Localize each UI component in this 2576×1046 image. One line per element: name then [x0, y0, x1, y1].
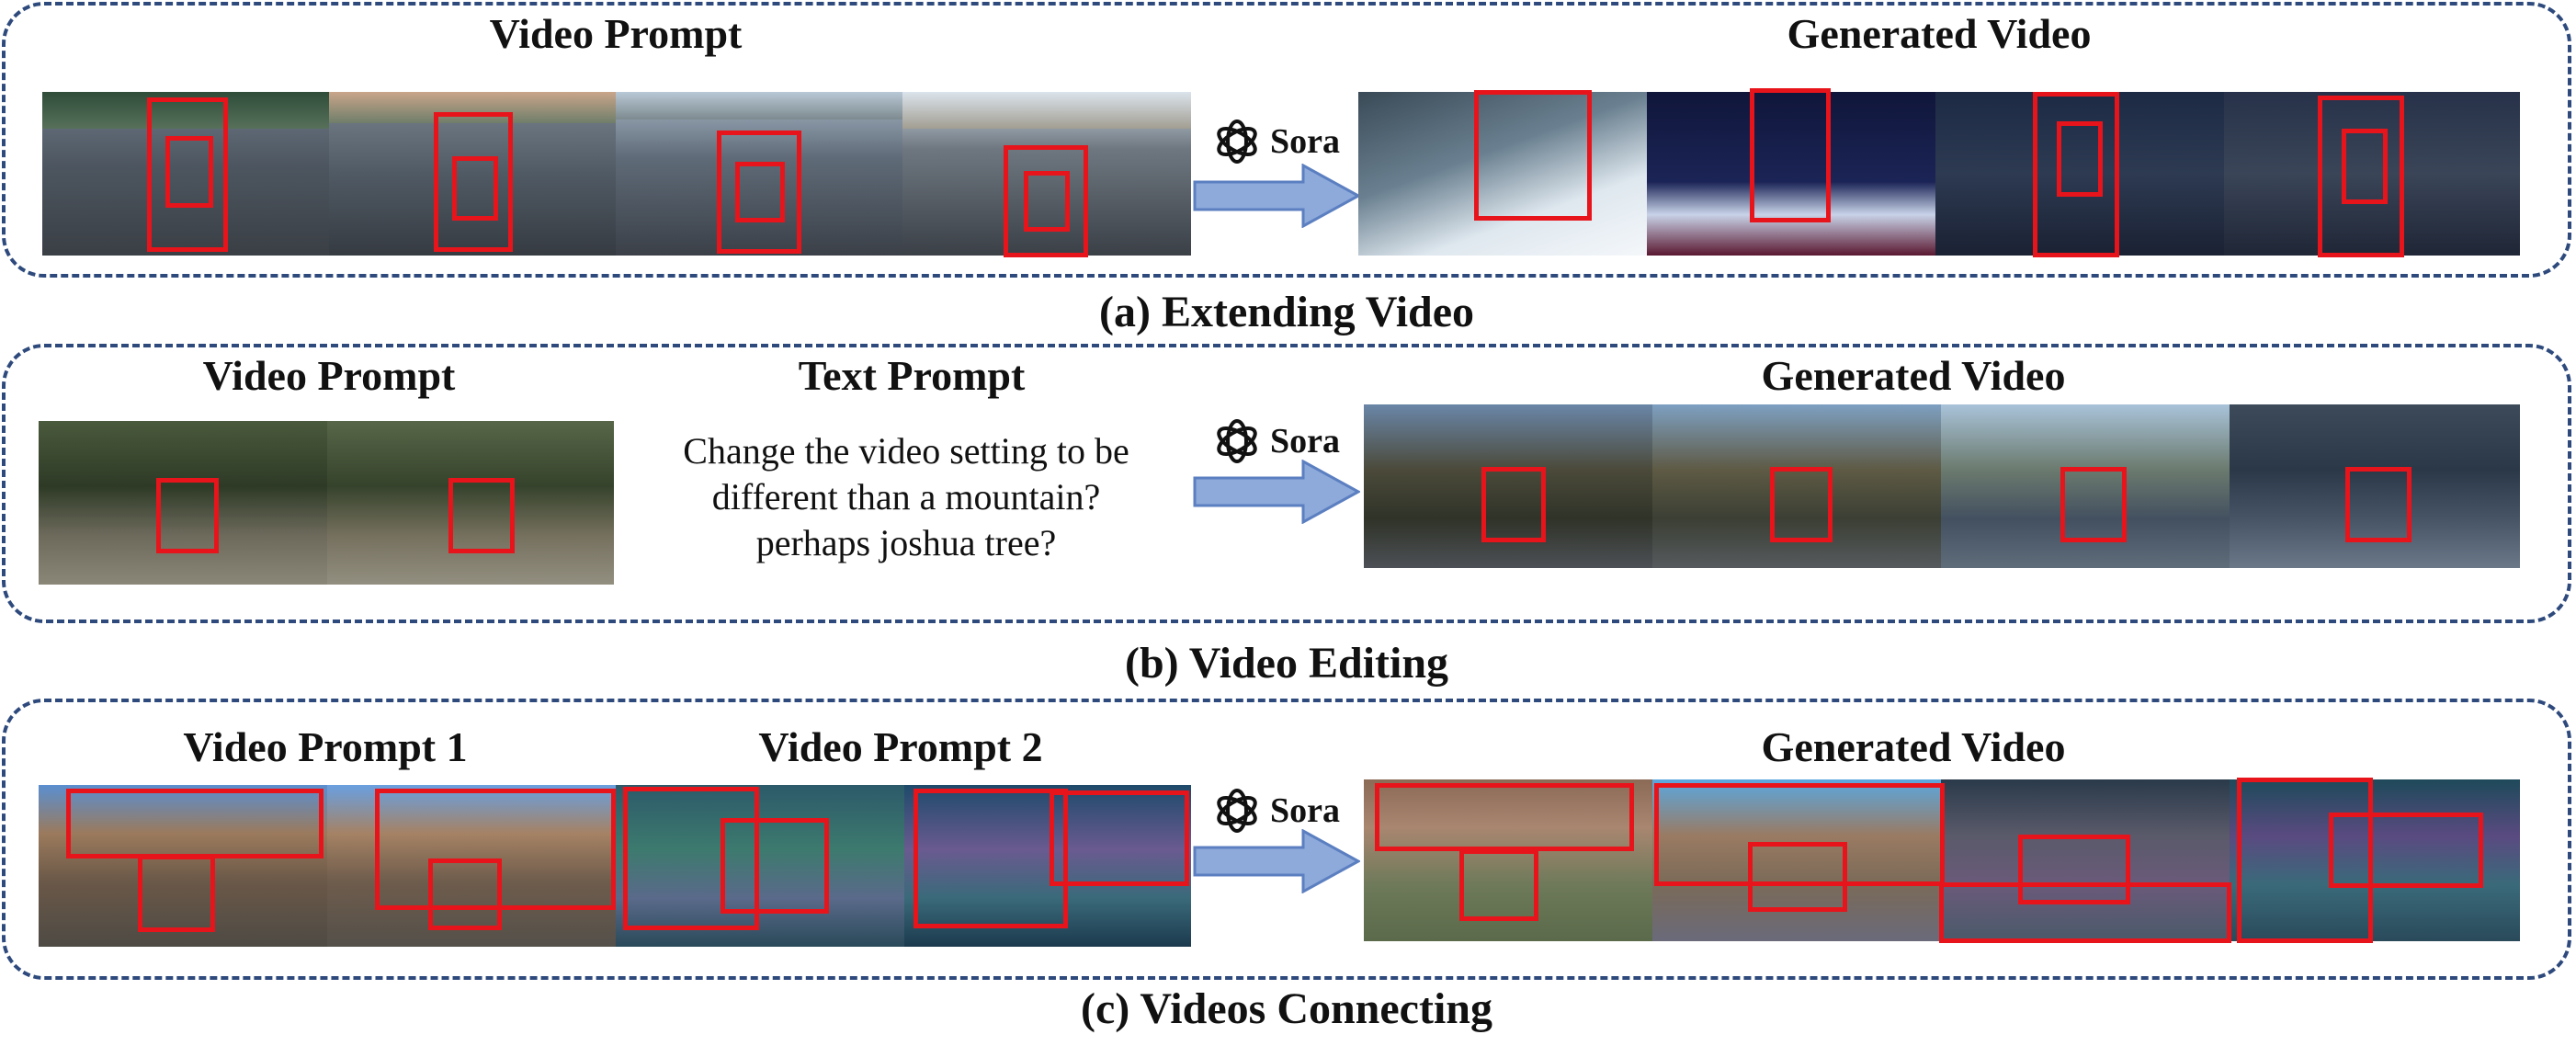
- panel-c-sora-logo: Sora: [1211, 785, 1340, 836]
- panel-video-editing: [2, 344, 2571, 623]
- panel-a-prompt-box-4-outer: [1004, 145, 1088, 257]
- panel-b-generated-box-1: [1481, 467, 1546, 542]
- panel-b-prompt-box-2: [448, 478, 515, 553]
- panel-c-generated-frame-3: [1941, 779, 2230, 941]
- panel-a-generated-title: Generated Video: [1787, 10, 2092, 57]
- panel-c-prompt-box-1-drone: [138, 855, 215, 932]
- panel-c-generated-box-2-butterfly: [1748, 842, 1847, 912]
- panel-extending-video: [2, 2, 2571, 278]
- panel-a-generated-frame-1: [1358, 92, 1647, 256]
- panel-a-prompt-box-1-outer: [147, 97, 228, 252]
- panel-c-sora-label: Sora: [1270, 791, 1340, 830]
- panel-a-generated-box-4-inner: [2342, 129, 2388, 204]
- panel-b-video-prompt-title: Video Prompt: [202, 352, 456, 399]
- panel-c-generated-box-1-top: [1375, 783, 1634, 851]
- panel-c-prompt-box-2-top: [375, 789, 616, 910]
- panel-a-generated-box-3-outer: [2033, 92, 2119, 257]
- panel-a-generated-frame-3: [1935, 92, 2224, 256]
- panel-c-video-prompt-1-title: Video Prompt 1: [183, 723, 468, 770]
- panel-b-arrow: [1193, 460, 1360, 524]
- openai-logo-icon: [1217, 419, 1257, 463]
- panel-b-generated-box-4: [2345, 467, 2411, 542]
- panel-c-prompt-box-4-coral: [914, 789, 1068, 928]
- panel-a-prompt-frame-3: [616, 92, 902, 256]
- text-prompt-line-3: perhaps joshua tree?: [755, 522, 1057, 563]
- panel-c-generated-frame-2: [1652, 779, 1941, 941]
- panel-a-prompt-box-2-outer: [434, 112, 513, 252]
- panel-a-sora-logo: Sora: [1211, 116, 1340, 167]
- panel-c-generated-box-4-butterfly: [2329, 813, 2483, 888]
- panel-b-generated-box-2: [1770, 467, 1833, 542]
- panel-c-prompt-box-2-drone: [428, 858, 502, 930]
- panel-b-sora-label: Sora: [1270, 422, 1340, 460]
- openai-logo-icon: [1217, 119, 1257, 164]
- panel-a-arrow: [1193, 164, 1360, 228]
- panel-b-prompt-box-1: [156, 478, 219, 553]
- text-prompt-line-2: different than a mountain?: [711, 476, 1101, 517]
- panel-b-generated-box-3: [2060, 467, 2127, 542]
- panel-c-prompt-box-4-butterfly: [1050, 790, 1189, 886]
- panel-c-prompt-frame-1: [39, 785, 327, 947]
- panel-a-prompt-frame-2: [329, 92, 616, 256]
- panel-c-generated-box-3-coral: [1939, 882, 2231, 943]
- panel-b-generated-title: Generated Video: [1761, 352, 2066, 399]
- panel-b-sora-logo: Sora: [1211, 415, 1340, 467]
- panel-c-caption: (c) Videos Connecting: [1081, 984, 1492, 1033]
- openai-logo-icon: [1217, 789, 1257, 833]
- panel-c-generated-frame-4: [2230, 779, 2520, 941]
- panel-a-prompt-box-3-inner: [735, 162, 785, 222]
- panel-a-generated-box-3-inner: [2057, 121, 2103, 197]
- panel-c-generated-box-2-top: [1654, 783, 1945, 886]
- panel-c-prompt-box-1-top: [66, 789, 323, 858]
- panel-a-generated-box-4-outer: [2318, 96, 2404, 257]
- panel-c-generated-box-1-drone: [1459, 849, 1538, 921]
- panel-a-generated-frame-4: [2224, 92, 2520, 256]
- panel-a-video-prompt-title: Video Prompt: [489, 10, 743, 57]
- panel-c-prompt-box-3-coral: [623, 787, 759, 930]
- panel-a-sora-label: Sora: [1270, 122, 1340, 161]
- panel-a-generated-box-2: [1750, 88, 1831, 222]
- panel-b-caption: (b) Video Editing: [1124, 639, 1449, 688]
- panel-c-prompt-frame-4: [904, 785, 1191, 947]
- panel-a-prompt-box-3-outer: [717, 131, 801, 254]
- panel-b-text-prompt: Change the video setting to be different…: [683, 428, 1129, 566]
- panel-c-prompt-box-3-butterfly: [721, 818, 829, 914]
- text-prompt-line-1: Change the video setting to be: [683, 430, 1129, 472]
- panel-a-prompt-box-4-inner: [1024, 171, 1070, 232]
- panel-b-prompt-frame-1: [39, 421, 327, 585]
- panel-a-generated-frame-2: [1647, 92, 1935, 256]
- panel-b-prompt-frame-2: [327, 421, 614, 585]
- panel-c-prompt-frame-3: [616, 785, 904, 947]
- panel-videos-connecting: [2, 699, 2571, 980]
- panel-c-arrow: [1193, 829, 1360, 893]
- panel-c-generated-box-3-butterfly: [2018, 835, 2130, 904]
- panel-c-video-prompt-2-title: Video Prompt 2: [758, 723, 1043, 770]
- panel-c-generated-frame-1: [1364, 779, 1652, 941]
- panel-a-prompt-box-2-inner: [452, 156, 498, 221]
- panel-c-generated-box-4-coral: [2237, 778, 2373, 943]
- panel-a-generated-box-1: [1474, 90, 1592, 221]
- panel-a-caption: (a) Extending Video: [1098, 288, 1475, 336]
- panel-c-generated-title: Generated Video: [1761, 723, 2066, 770]
- panel-b-text-prompt-title: Text Prompt: [798, 352, 1026, 399]
- panel-a-prompt-box-1-inner: [165, 136, 213, 208]
